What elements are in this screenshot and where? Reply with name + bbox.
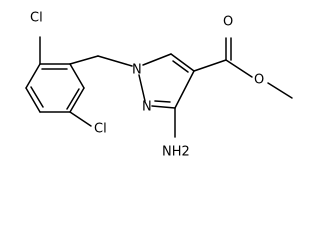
- bond-benzene-3: [69, 87, 85, 113]
- bond-pyrazole-inner-2: [154, 100, 171, 103]
- bond-benzene-6: [25, 63, 41, 89]
- atom-labels: Cl Cl N N NH2 O O: [30, 11, 264, 160]
- amine-label: NH2: [162, 145, 190, 160]
- chemical-structure: Cl Cl N N NH2 O O: [25, 11, 293, 160]
- bond-pyrazole-2: [170, 53, 195, 72]
- n2-label: N: [142, 100, 152, 115]
- cl-bottom-label: Cl: [94, 122, 107, 137]
- bond-ester-o: [225, 59, 253, 78]
- bond-benzene-inner-3: [30, 86, 44, 108]
- bond-pyrazole-5: [138, 74, 146, 102]
- bond-benzene-2: [69, 63, 85, 89]
- bond-benzyl-1: [69, 55, 99, 65]
- n1-label: N: [132, 63, 142, 78]
- bond-cl-bottom: [69, 111, 92, 127]
- bond-pyrazole-inner-1: [172, 60, 189, 73]
- bond-benzene-inner-2: [66, 88, 80, 110]
- cl-top-label: Cl: [30, 11, 43, 26]
- bond-pyrazole-4: [151, 105, 176, 109]
- bond-lines: [25, 36, 293, 138]
- carbonyl-o-label: O: [223, 15, 233, 30]
- bond-ester-c: [193, 59, 227, 72]
- bond-pyrazole-1: [142, 53, 172, 66]
- bond-methyl: [267, 82, 293, 99]
- bond-pyrazole-3: [174, 70, 195, 109]
- bond-benzene-5: [25, 87, 41, 113]
- bond-benzyl-2: [97, 55, 133, 67]
- ester-o-label: O: [254, 73, 264, 88]
